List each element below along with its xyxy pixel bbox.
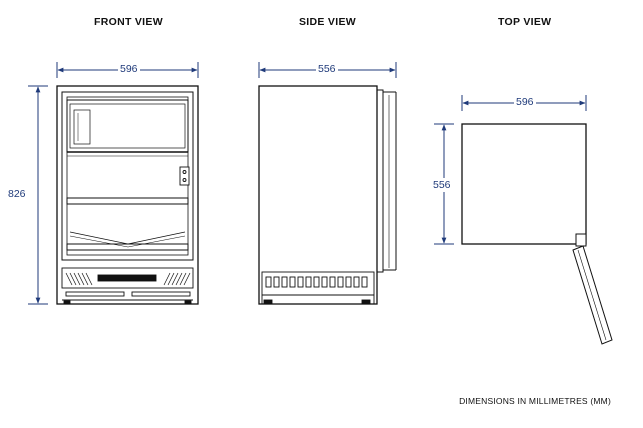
top-open-door (572, 233, 613, 345)
top-view (434, 95, 613, 345)
front-view (28, 62, 199, 305)
front-view-title: FRONT VIEW (94, 16, 163, 28)
side-view-title: SIDE VIEW (299, 16, 356, 28)
side-depth-label: 556 (316, 63, 338, 75)
side-fridge-outline (258, 85, 378, 305)
front-width-label: 596 (118, 63, 140, 75)
top-width-label: 596 (514, 96, 536, 108)
front-height-dimension-line (28, 85, 48, 305)
freezer-compartment (66, 99, 189, 153)
side-door-profile (376, 89, 397, 273)
front-hinge-bracket (179, 166, 190, 186)
top-fridge-outline (461, 123, 587, 245)
front-base-grille (61, 267, 194, 305)
side-view (258, 62, 397, 305)
front-height-label: 826 (8, 188, 26, 200)
side-compressor-grille (261, 271, 375, 305)
units-note: DIMENSIONS IN MILLIMETRES (MM) (459, 396, 611, 406)
top-view-title: TOP VIEW (498, 16, 552, 28)
front-shelves (66, 151, 189, 251)
top-depth-label: 556 (433, 178, 451, 192)
